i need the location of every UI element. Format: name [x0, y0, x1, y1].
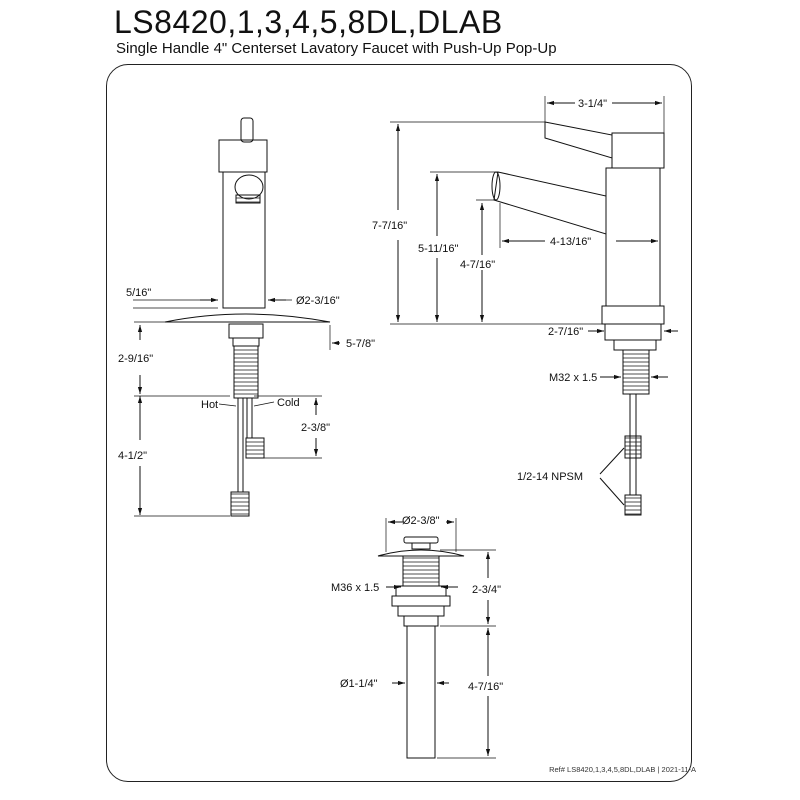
faucet-cap — [218, 139, 268, 173]
page-subtitle: Single Handle 4" Centerset Lavatory Fauc… — [116, 40, 557, 57]
spout — [493, 171, 607, 235]
hot-connector — [230, 491, 250, 517]
front-view — [133, 117, 340, 517]
dim-2-7-16: 2-7/16" — [548, 326, 583, 338]
side-view — [390, 96, 678, 516]
dim-m36: M36 x 1.5 — [331, 582, 379, 594]
deck-plate — [164, 313, 331, 323]
dim-5-11-16: 5-11/16" — [418, 243, 458, 255]
popup-cap — [403, 536, 439, 544]
side-thread — [622, 349, 650, 395]
drain-view — [377, 518, 496, 759]
side-cap — [611, 132, 665, 169]
page-title: LS8420,1,3,4,5,8DL,DLAB — [114, 4, 503, 40]
dim-m32: M32 x 1.5 — [549, 372, 597, 384]
cold-connector — [245, 437, 265, 459]
dim-5-16: 5/16" — [126, 287, 151, 299]
faucet-body — [222, 171, 266, 309]
label-hot: Hot — [201, 399, 218, 411]
dim-4-13-16: 4-13/16" — [550, 236, 591, 248]
shank-nut — [228, 323, 264, 339]
dim-2-3-8: 2-3/8" — [301, 422, 330, 434]
side-base — [601, 305, 665, 325]
dim-2-3-4: 2-3/4" — [472, 584, 501, 596]
dim-5-7-8: 5-7/8" — [346, 338, 375, 350]
drain-flange — [377, 549, 465, 557]
reference-note: Ref# LS8420,1,3,4,5,8DL,DLAB | 2021-11-A — [549, 765, 696, 774]
dim-4-7-16-drain: 4-7/16" — [468, 681, 503, 693]
dim-dia-1-1-4: Ø1-1/4" — [340, 678, 378, 690]
dim-dia-2-3-16: Ø2-3/16" — [296, 295, 340, 307]
drawing-frame — [106, 64, 692, 782]
dim-4-1-2: 4-1/2" — [118, 450, 147, 462]
drain-tailpiece — [406, 625, 436, 759]
lever-handle — [240, 117, 254, 143]
dim-3-1-4: 3-1/4" — [578, 98, 607, 110]
side-body — [605, 167, 661, 307]
dim-7-7-16: 7-7/16" — [372, 220, 407, 232]
dim-dia-2-3-8: Ø2-3/8" — [402, 515, 440, 527]
lever-arm — [544, 121, 613, 159]
dim-2-9-16: 2-9/16" — [118, 353, 153, 365]
dim-4-7-16-side: 4-7/16" — [460, 259, 495, 271]
drain-thread — [402, 555, 440, 587]
label-cold: Cold — [277, 397, 300, 409]
dim-npsm: 1/2-14 NPSM — [517, 471, 583, 483]
threaded-shank — [233, 345, 259, 399]
